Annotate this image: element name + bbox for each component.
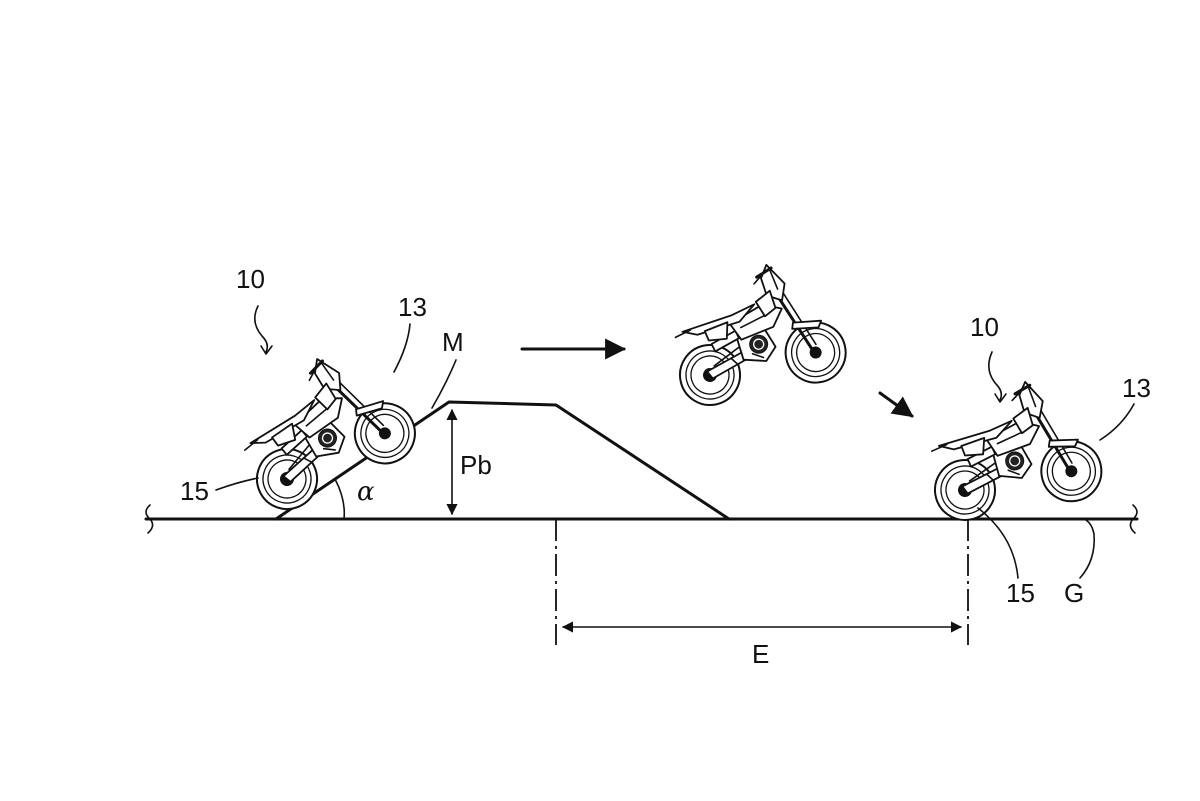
vehicle-label-right: 10: [970, 312, 999, 342]
rear-wheel-label-left: 15: [180, 476, 209, 506]
rear-wheel-label-right: 15: [1006, 578, 1035, 608]
ramp-height-label: Pb: [460, 450, 492, 480]
rear-wheel-leader-left: [215, 477, 259, 491]
motion-arrow-descending: [878, 391, 914, 418]
front-wheel-leader-right: [1099, 403, 1135, 441]
ramp-angle-label: α: [357, 477, 375, 507]
vehicle-leader-left: [254, 305, 269, 353]
ramp-leader: [431, 359, 457, 409]
vehicle-leader-right: [988, 351, 1003, 401]
ramp-angle-arc: [334, 478, 346, 520]
motorcycle-on-ramp: [217, 332, 427, 521]
front-wheel-label-left: 13: [398, 292, 427, 322]
front-wheel-label-right: 13: [1122, 373, 1151, 403]
motorcycle-airborne: [659, 250, 853, 413]
vehicle-label-left: 10: [236, 264, 265, 294]
ramp-label: M: [442, 327, 464, 357]
jump-distance-label: E: [752, 639, 769, 669]
ramp-outline: [274, 400, 731, 521]
front-wheel-leader-left: [393, 323, 411, 373]
ground-label: G: [1064, 578, 1084, 608]
rear-wheel-leader-right: [977, 507, 1019, 579]
ground-leader: [1079, 519, 1096, 579]
motorcycle-landing: [917, 369, 1108, 527]
